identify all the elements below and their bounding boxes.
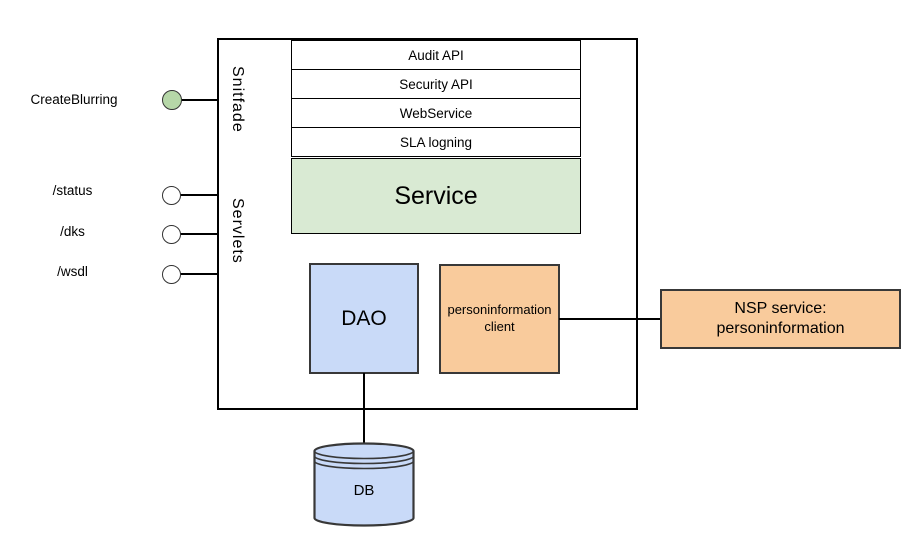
endpoint-circle-status [162,186,181,205]
api-layer-security: Security API [292,70,580,99]
client-box-label-line2: client [484,319,515,334]
nsp-box-label-line1: NSP service: [734,300,827,317]
lane-label-snitfade: Snitfade [229,65,246,133]
personinformation-client-box: personinformation client [439,264,560,374]
dao-box-label: DAO [341,306,387,330]
system-container-box [217,38,638,410]
dao-box: DAO [309,263,419,374]
endpoint-label-wsdl: /wsdl [57,264,88,279]
endpoint-circle-createblurring [162,90,182,110]
db-cylinder: DB [313,442,415,527]
db-cylinder-shape: DB [313,442,415,527]
api-layer-stack: Audit API Security API WebService SLA lo… [291,40,581,157]
connector-status [179,194,218,196]
connector-dao-db [363,373,365,443]
connector-client-nsp [559,318,660,320]
client-box-label-line1: personinformation [447,302,552,318]
connector-dks [179,233,218,235]
endpoint-circle-wsdl [162,265,181,284]
api-layer-webservice: WebService [292,99,580,128]
nsp-box-label-line2: personinformation [716,320,845,337]
connector-createblurring [180,99,218,101]
endpoint-label-createblurring: CreateBlurring [30,92,118,107]
nsp-service-box: NSP service: personinformation [660,289,901,349]
endpoint-circle-dks [162,225,181,244]
lane-label-servlets: Servlets [229,198,246,264]
endpoint-label-status: /status [52,183,93,198]
api-layer-audit: Audit API [292,41,580,70]
service-box: Service [291,158,581,234]
service-box-label: Service [394,181,478,210]
connector-wsdl [179,273,218,275]
db-label: DB [354,482,375,499]
api-layer-sla: SLA logning [399,134,473,150]
endpoint-label-dks: /dks [60,224,85,239]
